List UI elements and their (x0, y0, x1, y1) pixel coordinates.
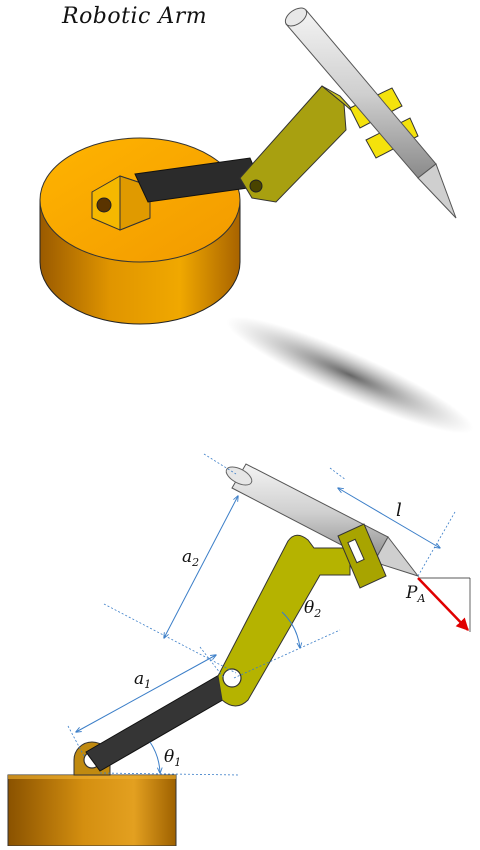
label-a2: a2 (182, 547, 199, 569)
dimension-lines (76, 488, 440, 732)
figure-title: Robotic Arm (62, 4, 208, 29)
label-theta1: θ1 (164, 747, 181, 769)
label-theta2: θ2 (304, 598, 321, 620)
label-pa: PA (405, 583, 425, 605)
force-vector (417, 577, 469, 631)
lower-arm-link-schematic (85, 670, 241, 772)
label-a1: a1 (134, 669, 151, 691)
label-l: l (396, 500, 402, 521)
upper-arm-link-schematic (217, 534, 351, 707)
upper-arm-link (239, 85, 361, 203)
base-block (7, 774, 177, 847)
dimension-a2 (164, 496, 238, 638)
arm-shadow (226, 316, 474, 434)
theta2-arc (281, 611, 300, 648)
dimension-l (338, 488, 440, 548)
theta1-arc (149, 741, 160, 773)
dimension-a1 (76, 655, 216, 732)
shoulder-bracket (91, 175, 151, 231)
pen-tool (284, 7, 457, 219)
isometric-render (39, 7, 474, 434)
schematic-diagram: a1 a2 θ1 θ2 l PA (7, 453, 471, 847)
force-frame (418, 577, 471, 632)
